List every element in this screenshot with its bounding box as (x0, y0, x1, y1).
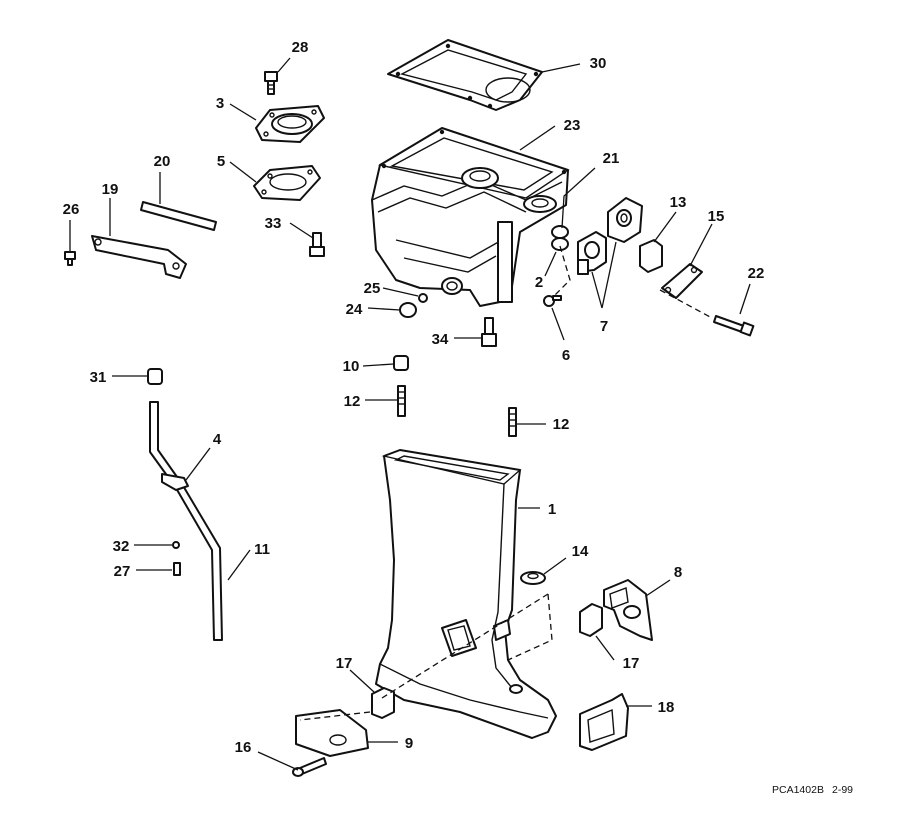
callout-labels: 28 30 3 23 21 20 5 19 26 33 13 15 2 22 2… (63, 39, 765, 756)
part-13-rubber-mount (639, 239, 663, 273)
part-18-mount-cover (579, 693, 629, 751)
callout-21: 21 (603, 150, 620, 167)
part-5-gasket (253, 165, 321, 201)
callout-11: 11 (254, 541, 270, 558)
figure-code-date: 2-99 (832, 784, 853, 796)
part-19-bracket (91, 235, 187, 279)
part-28-bolt (264, 71, 278, 95)
callout-28: 28 (292, 39, 309, 56)
callout-10: 10 (343, 358, 360, 375)
callout-15: 15 (708, 208, 725, 225)
part-32-washer (172, 541, 180, 549)
callout-32: 32 (113, 538, 130, 555)
callout-18: 18 (658, 699, 675, 716)
callout-6: 6 (562, 347, 570, 364)
callout-31: 31 (90, 369, 107, 386)
callout-27: 27 (114, 563, 131, 580)
callout-1: 1 (548, 501, 556, 518)
part-20-rod (140, 201, 217, 231)
callout-20: 20 (154, 153, 171, 170)
callout-23: 23 (564, 117, 581, 134)
part-6-screw (543, 295, 562, 307)
part-11-water-tube (149, 401, 223, 641)
part-17-rubber-left (371, 687, 395, 719)
callout-34: 34 (432, 331, 449, 348)
callout-24: 24 (346, 301, 363, 318)
part-23-adapter-housing (371, 127, 570, 307)
callout-2: 2 (535, 274, 543, 291)
part-12-stud-right (508, 407, 517, 437)
part-1-exhaust-housing (375, 449, 557, 739)
part-34-bolt (481, 317, 497, 347)
part-2-nut (551, 225, 569, 251)
callout-14: 14 (572, 543, 589, 560)
callout-5: 5 (217, 153, 225, 170)
callout-7: 7 (600, 318, 608, 335)
part-17-rubber-right (579, 603, 603, 637)
callout-4: 4 (213, 431, 222, 448)
part-14-grommet (520, 571, 546, 585)
assembly-guide-lines (299, 245, 713, 721)
figure-code-id: PCA1402B (772, 784, 824, 796)
part-31-cap (147, 368, 163, 385)
part-25-o-ring (418, 293, 428, 303)
callout-33: 33 (265, 215, 282, 232)
callout-3: 3 (216, 95, 224, 112)
callout-17-right: 17 (623, 655, 640, 672)
part-27-screw (173, 562, 181, 576)
callout-8: 8 (674, 564, 682, 581)
part-24-plug (399, 302, 417, 318)
part-33-bolt (309, 232, 325, 257)
callout-22: 22 (748, 265, 765, 282)
figure-code: PCA1402B 2-99 (772, 784, 853, 796)
part-30-gasket (387, 39, 543, 111)
part-9-lower-mount (295, 709, 369, 757)
callout-9: 9 (405, 735, 413, 752)
part-7-mount-rear (607, 197, 643, 243)
callout-25: 25 (364, 280, 381, 297)
part-3-cover-plate (255, 105, 325, 143)
part-12-stud-left (397, 385, 406, 417)
callout-17-left: 17 (336, 655, 353, 672)
part-15-plate (661, 263, 703, 299)
callout-19: 19 (102, 181, 119, 198)
callout-12-right: 12 (553, 416, 570, 433)
part-16-bolt (292, 757, 327, 777)
part-4-clamp (161, 473, 189, 491)
leader-lines (69, 57, 751, 771)
callout-13: 13 (670, 194, 687, 211)
part-10-bushing (393, 355, 409, 371)
callout-16: 16 (235, 739, 252, 756)
callout-30: 30 (590, 55, 607, 72)
part-8-mount-bracket (603, 579, 653, 641)
part-7-mount-front (577, 231, 607, 275)
callout-12-left: 12 (344, 393, 361, 410)
part-26-screw (64, 251, 76, 266)
part-22-bolt (713, 315, 755, 337)
callout-26: 26 (63, 201, 80, 218)
